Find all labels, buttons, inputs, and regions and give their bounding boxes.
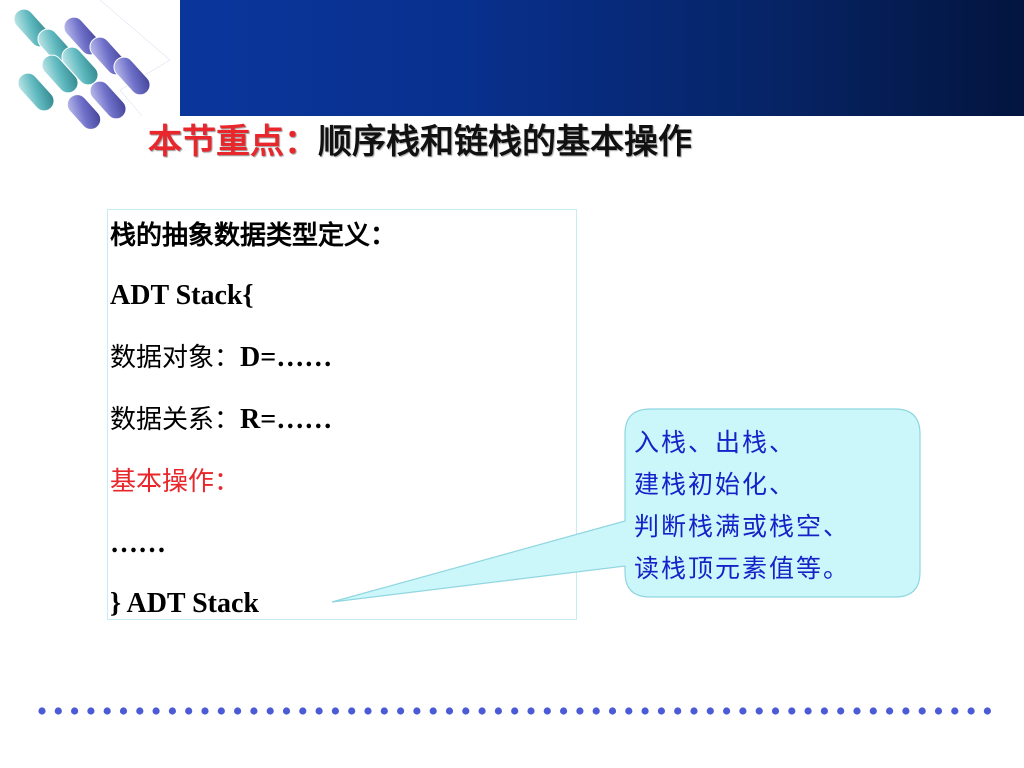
divider-dot xyxy=(380,707,388,715)
dotted-divider xyxy=(38,707,992,715)
divider-dot xyxy=(788,707,796,715)
divider-dot xyxy=(217,707,225,715)
divider-dot xyxy=(641,707,649,715)
divider-dot xyxy=(38,707,46,715)
divider-dot xyxy=(54,707,62,715)
adt-definition-box xyxy=(107,209,577,620)
divider-dot xyxy=(511,707,519,715)
divider-dot xyxy=(755,707,763,715)
divider-dot xyxy=(853,707,861,715)
divider-dot xyxy=(494,707,502,715)
divider-dot xyxy=(527,707,535,715)
divider-dot xyxy=(934,707,943,715)
divider-dot xyxy=(918,707,926,715)
divider-dot xyxy=(185,707,193,715)
divider-dot xyxy=(315,707,323,715)
slide-title: 本节重点：顺序栈和链栈的基本操作 xyxy=(148,120,692,164)
divider-dot xyxy=(560,707,568,715)
title-highlight: 本节重点： xyxy=(148,122,318,162)
divider-dot xyxy=(445,707,454,715)
divider-dot xyxy=(967,707,975,715)
divider-dot xyxy=(723,707,731,715)
divider-dot xyxy=(983,707,992,715)
divider-dot xyxy=(152,707,160,715)
divider-dot xyxy=(71,707,79,715)
divider-dot xyxy=(690,707,698,715)
divider-dot xyxy=(674,707,682,715)
divider-dot xyxy=(592,707,600,715)
divider-dot xyxy=(136,707,144,715)
divider-dot xyxy=(103,707,111,715)
divider-dot xyxy=(886,707,894,715)
adt-heading: 栈的抽象数据类型定义： xyxy=(110,221,397,251)
divider-dot xyxy=(706,707,714,715)
adt-data-object: 数据对象：D=…… xyxy=(110,338,332,378)
divider-dot xyxy=(625,707,633,715)
divider-dot xyxy=(348,707,356,715)
divider-dot xyxy=(657,707,666,715)
divider-dot xyxy=(201,707,209,715)
adt-ellipsis: …… xyxy=(110,528,166,559)
divider-dot xyxy=(331,707,339,715)
adt-data-object-value: D=…… xyxy=(240,342,333,373)
adt-data-relation-value: R=…… xyxy=(240,404,333,435)
divider-dot xyxy=(87,707,95,715)
divider-dot xyxy=(413,707,421,715)
divider-dot xyxy=(462,707,470,715)
callout-line: 判断栈满或栈空、 xyxy=(634,512,851,541)
divider-dot xyxy=(576,707,584,715)
header-logo-pills xyxy=(0,0,180,130)
divider-dot xyxy=(119,707,128,715)
divider-dot xyxy=(250,707,258,715)
adt-close: } ADT Stack xyxy=(110,588,259,619)
divider-dot xyxy=(771,707,780,715)
divider-dot xyxy=(869,707,877,715)
adt-data-relation-label: 数据关系： xyxy=(110,405,241,435)
callout-text: 入栈、出栈、 建栈初始化、 判断栈满或栈空、 读栈顶元素值等。 xyxy=(634,422,914,590)
divider-dot xyxy=(951,707,959,715)
divider-dot xyxy=(397,707,405,715)
divider-dot xyxy=(364,707,372,715)
callout-line: 建栈初始化、 xyxy=(634,470,797,499)
divider-dot xyxy=(804,707,812,715)
callout-line: 入栈、出栈、 xyxy=(634,428,797,457)
divider-dot xyxy=(837,707,845,715)
divider-dot xyxy=(608,707,617,715)
adt-open: ADT Stack{ xyxy=(110,280,254,311)
divider-dot xyxy=(543,707,551,715)
divider-dot xyxy=(739,707,747,715)
divider-dot xyxy=(820,707,829,715)
callout-line: 读栈顶元素值等。 xyxy=(634,554,851,583)
title-rest: 顺序栈和链栈的基本操作 xyxy=(318,122,692,162)
adt-data-relation: 数据关系：R=…… xyxy=(110,400,332,440)
divider-dot xyxy=(168,707,176,715)
divider-dot xyxy=(266,707,274,715)
divider-dot xyxy=(902,707,910,715)
divider-dot xyxy=(478,707,486,715)
divider-dot xyxy=(282,707,291,715)
divider-dot xyxy=(299,707,307,715)
divider-dot xyxy=(234,707,242,715)
adt-basic-ops: 基本操作： xyxy=(110,467,241,497)
divider-dot xyxy=(429,707,437,715)
adt-data-object-label: 数据对象： xyxy=(110,343,241,373)
